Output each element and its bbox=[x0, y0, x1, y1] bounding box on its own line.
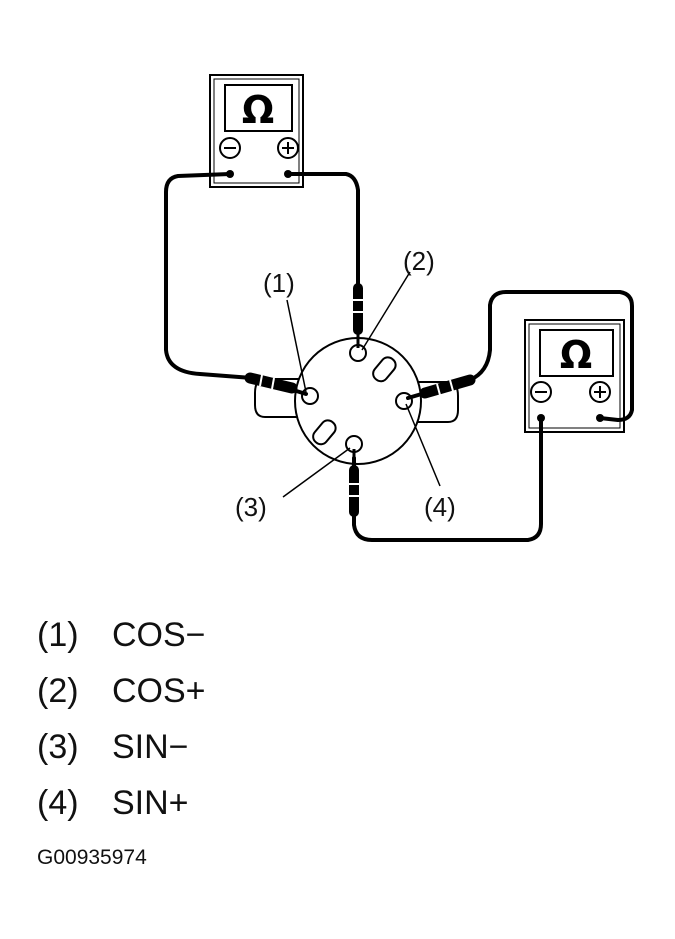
leader-line bbox=[405, 403, 441, 487]
callout-4: (4) bbox=[424, 492, 456, 522]
figure-code: G00935974 bbox=[37, 846, 147, 869]
callout-leaders bbox=[282, 271, 441, 498]
probes bbox=[244, 283, 476, 517]
probe-body bbox=[419, 374, 476, 399]
callout-labels: (1) (2) (3) (4) bbox=[235, 246, 456, 522]
probe-band bbox=[436, 383, 441, 396]
leader-line bbox=[282, 447, 351, 498]
legend: (1) COS− (2) COS+ (3) SIN− (4) SIN+ bbox=[37, 616, 206, 822]
meter-body-inner bbox=[528, 323, 621, 429]
leader-line bbox=[361, 271, 411, 351]
callout-3: (3) bbox=[235, 492, 267, 522]
callout-1: (1) bbox=[263, 268, 295, 298]
ohmmeter-top: Ω bbox=[209, 74, 304, 188]
legend-label-2: COS+ bbox=[112, 672, 206, 710]
connector-slot bbox=[372, 356, 397, 383]
legend-num-1: (1) bbox=[37, 616, 79, 654]
meter-body-inner bbox=[213, 78, 300, 184]
lead-wire bbox=[286, 172, 360, 290]
lead-wire bbox=[468, 290, 634, 422]
probe-body bbox=[244, 372, 298, 394]
legend-num-2: (2) bbox=[37, 672, 79, 710]
legend-label-3: SIN− bbox=[112, 728, 189, 766]
callout-2: (2) bbox=[403, 246, 435, 276]
test-leads bbox=[164, 172, 634, 542]
lead-wire bbox=[164, 172, 254, 380]
connector bbox=[254, 337, 459, 465]
probe-band bbox=[259, 374, 263, 387]
legend-num-3: (3) bbox=[37, 728, 79, 766]
probe-band bbox=[449, 379, 454, 392]
pin-4 bbox=[395, 392, 413, 410]
probe-band bbox=[271, 377, 275, 390]
legend-label-4: SIN+ bbox=[112, 784, 189, 822]
legend-label-1: COS− bbox=[112, 616, 206, 654]
connector-slot bbox=[312, 419, 337, 446]
meter-unit-symbol: Ω bbox=[560, 333, 592, 377]
ohmmeter-right: Ω bbox=[524, 319, 625, 433]
leader-line bbox=[286, 299, 307, 393]
meter-unit-symbol: Ω bbox=[242, 88, 274, 132]
lead-wire bbox=[352, 416, 543, 542]
legend-num-4: (4) bbox=[37, 784, 79, 822]
pin-1 bbox=[301, 387, 319, 405]
meter-display bbox=[224, 84, 293, 132]
meter-display bbox=[539, 329, 614, 377]
